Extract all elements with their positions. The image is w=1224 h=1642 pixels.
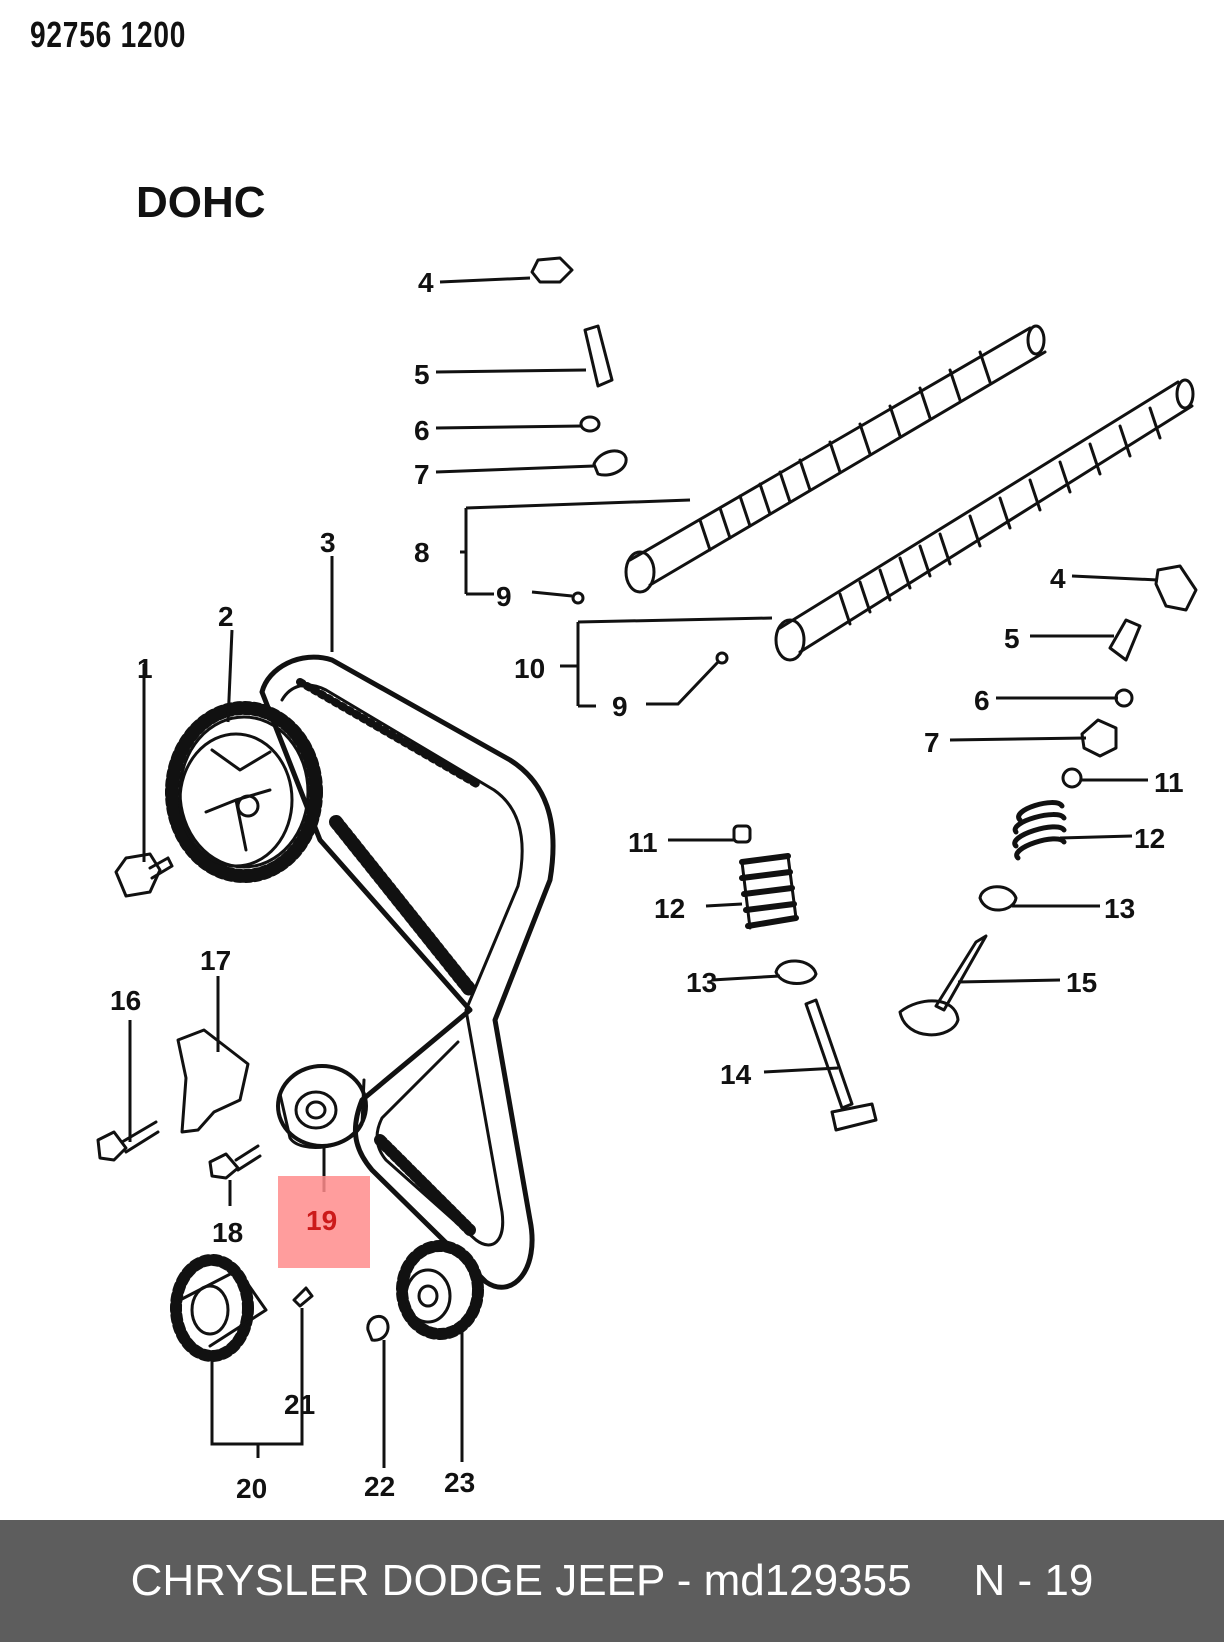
highlight-box-19 [278,1176,370,1268]
callout-9a: 9 [496,581,512,612]
callout-2: 2 [218,601,234,632]
spring-seat-13b [978,885,1018,912]
footer-brand-part: CHRYSLER DODGE JEEP - md129355 [130,1556,912,1605]
diagram-heading: DOHC [136,178,266,227]
spring-seat-13a [774,959,818,985]
footer-ref: N - 19 [973,1556,1094,1605]
crankshaft-sprocket-20 [170,1254,268,1362]
callout-6a: 6 [414,415,430,446]
callout-13b: 13 [1104,893,1135,924]
callout-5a: 5 [414,359,430,390]
bolt-16 [96,1120,160,1162]
bolt-18 [208,1144,262,1180]
tensioner-pulley-19 [276,1064,368,1149]
key-21 [292,1286,314,1308]
catalog-code: 92756 1200 [30,14,187,55]
rocker-part-4a [530,256,574,284]
valve-spring-12a [739,853,799,930]
lash-adjuster-5a [583,324,614,388]
callout-22: 22 [364,1471,395,1502]
callout-15: 15 [1066,967,1097,998]
callout-6b: 6 [974,685,990,716]
timing-belt [259,654,556,1290]
sprocket-23 [396,1240,484,1340]
callout-11a: 11 [628,827,658,858]
callout-12a: 12 [654,893,685,924]
callout-7a: 7 [414,459,430,490]
valve-spring-12b [1012,800,1067,861]
callout-4a: 4 [418,267,434,298]
callout-10: 10 [514,653,545,684]
callout-12b: 12 [1134,823,1165,854]
callout-14: 14 [720,1059,752,1090]
pin-9a [571,591,585,605]
callout-16: 16 [110,985,141,1016]
washer-7a [592,449,628,477]
camshaft-sprocket [165,701,323,883]
callout-23: 23 [444,1467,475,1498]
lash-adjuster-5b [1108,618,1142,662]
nut-22 [366,1314,390,1342]
footer-bar: CHRYSLER DODGE JEEP - md129355 N - 19 [0,1520,1224,1642]
callout-4b: 4 [1050,563,1066,594]
valve-15 [898,934,988,1037]
callout-21: 21 [284,1389,315,1420]
pin-9b [715,651,729,665]
callout-17: 17 [200,945,231,976]
camshaft-lower [774,378,1195,662]
retainer-7b [1080,718,1118,758]
callout-7b: 7 [924,727,940,758]
callout-3: 3 [320,527,336,558]
callout-5b: 5 [1004,623,1020,654]
seal-6b [1114,688,1134,708]
callout-19: 19 [306,1205,337,1236]
callout-1: 1 [137,653,153,684]
leader-lines [128,276,1159,1468]
valve-14 [804,998,878,1132]
callout-11b: 11 [1154,767,1184,798]
sprocket-bolt [114,852,174,898]
callout-8: 8 [414,537,430,568]
seal-6a [579,415,601,433]
callout-18: 18 [212,1217,243,1248]
parts-diagram: 1 2 3 4 5 6 7 8 9 10 9 4 5 6 7 11 12 13 … [96,256,1198,1504]
rocker-part-4b [1154,564,1198,612]
callout-9b: 9 [612,691,628,722]
keeper-11a [732,824,752,844]
tensioner-bracket-17 [176,1028,250,1134]
keeper-11b [1061,767,1083,789]
callout-20: 20 [236,1473,267,1504]
camshaft-upper [624,324,1047,594]
callout-13a: 13 [686,967,717,998]
